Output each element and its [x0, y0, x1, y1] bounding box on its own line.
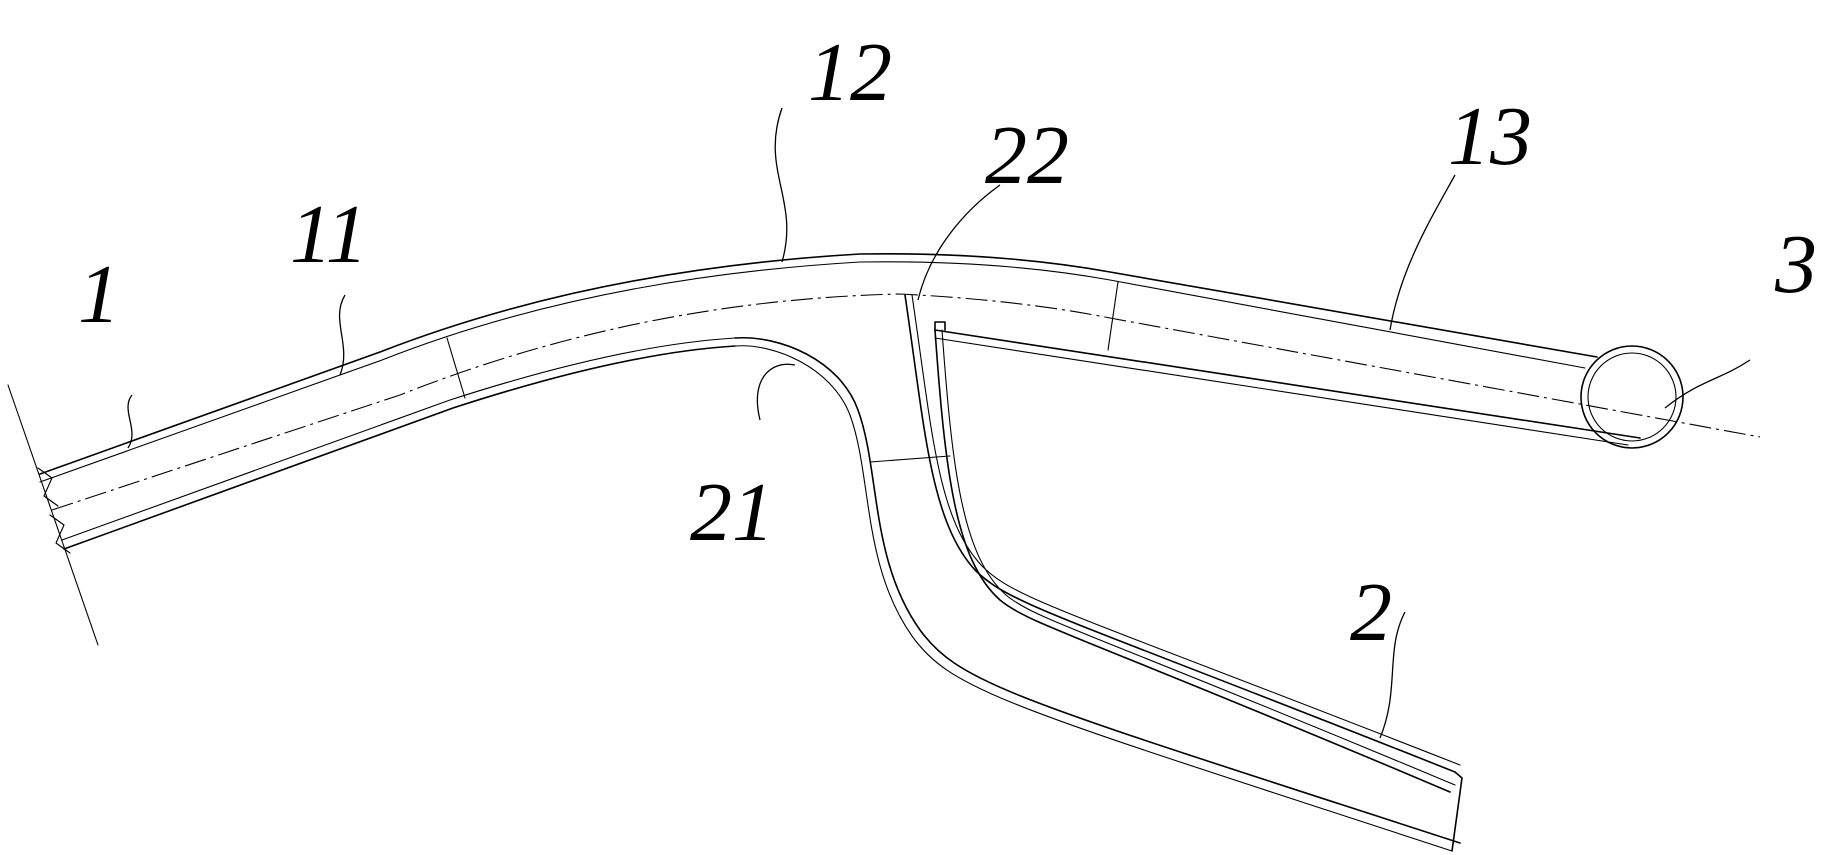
branch-pipe — [734, 294, 1463, 852]
label-segment-21: 21 — [690, 466, 774, 559]
label-segment-13: 13 — [1448, 90, 1532, 183]
label-ring: 3 — [1774, 218, 1817, 311]
label-main-pipe: 1 — [78, 248, 120, 341]
label-segment-12: 12 — [808, 26, 892, 119]
label-segment-22: 22 — [985, 109, 1069, 202]
joint-lines — [446, 281, 1119, 463]
label-branch-pipe: 2 — [1350, 566, 1392, 659]
label-segment-11: 11 — [290, 188, 368, 281]
reference-labels: 1 11 12 13 2 21 22 3 — [78, 26, 1817, 659]
break-line — [7, 384, 99, 646]
ring — [1580, 345, 1684, 449]
main-pipe — [39, 253, 1761, 550]
leader-lines — [127, 107, 1751, 739]
